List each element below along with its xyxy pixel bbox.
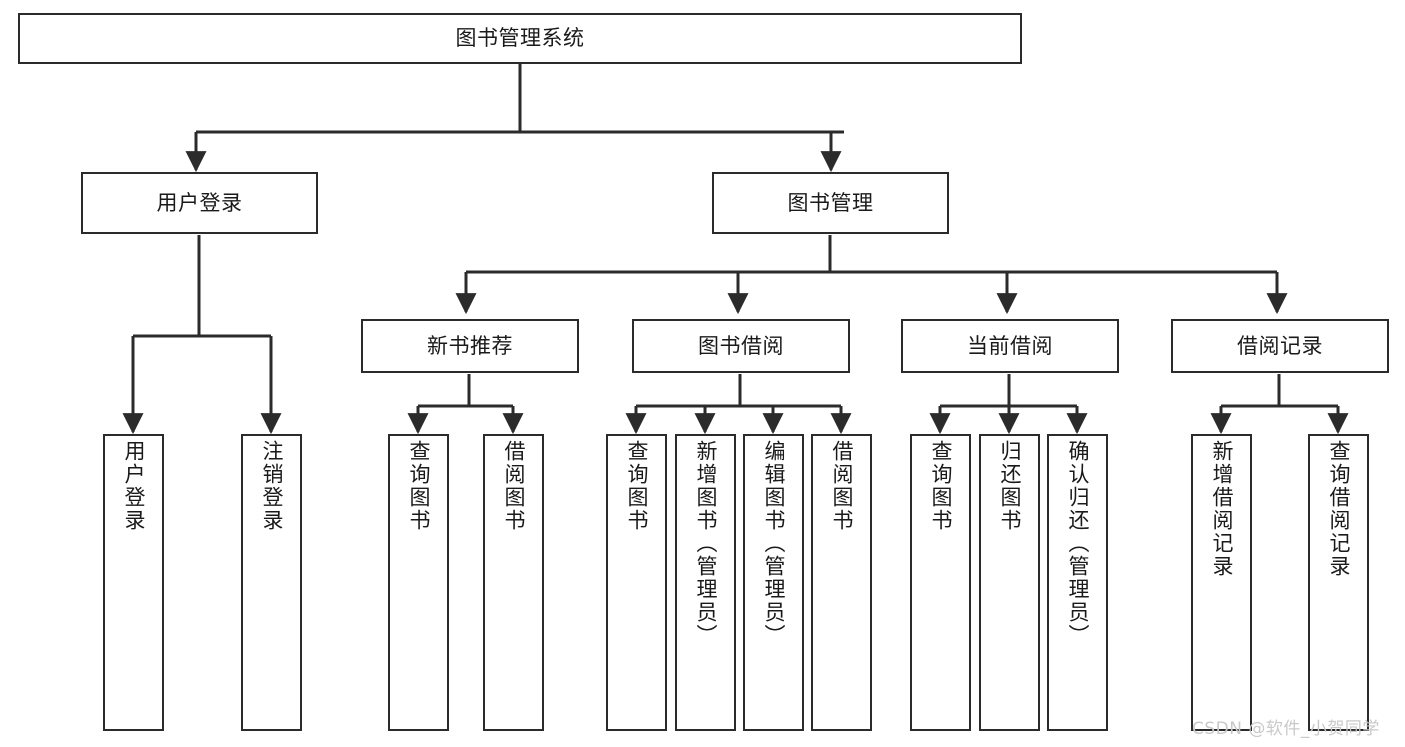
node-root-system-label: 图书管理系统 — [455, 26, 585, 51]
node-leaf-borrow-query-label: 查询图书 — [625, 440, 649, 532]
node-current-borrow-label: 当前借阅 — [967, 333, 1053, 358]
node-borrow-records[interactable]: 借阅记录 — [1171, 319, 1389, 373]
node-leaf-newbook-query-label: 查询图书 — [407, 440, 431, 532]
node-leaf-user-login[interactable]: 用户登录 — [103, 434, 164, 731]
node-leaf-current-confirm-return[interactable]: 确认归还（管理员） — [1047, 434, 1108, 731]
node-leaf-user-logout-label: 注销登录 — [260, 440, 284, 532]
node-book-management[interactable]: 图书管理 — [712, 172, 949, 234]
node-leaf-user-login-label: 用户登录 — [122, 440, 146, 532]
node-borrow-records-label: 借阅记录 — [1237, 333, 1323, 358]
node-new-book-recommend[interactable]: 新书推荐 — [361, 319, 579, 373]
node-leaf-current-confirm-return-label: 确认归还（管理员） — [1066, 440, 1090, 647]
node-leaf-borrow-lend-book[interactable]: 借阅图书 — [811, 434, 872, 731]
node-leaf-newbook-borrow[interactable]: 借阅图书 — [483, 434, 544, 731]
node-book-management-label: 图书管理 — [787, 190, 874, 215]
node-leaf-current-return-label: 归还图书 — [998, 440, 1022, 532]
node-leaf-current-return[interactable]: 归还图书 — [979, 434, 1040, 731]
node-leaf-newbook-borrow-label: 借阅图书 — [502, 440, 526, 532]
node-root-system[interactable]: 图书管理系统 — [18, 13, 1022, 64]
node-leaf-records-query-label: 查询借阅记录 — [1327, 440, 1351, 578]
node-leaf-newbook-query[interactable]: 查询图书 — [388, 434, 449, 731]
node-book-borrow[interactable]: 图书借阅 — [632, 319, 850, 373]
node-leaf-user-logout[interactable]: 注销登录 — [241, 434, 302, 731]
node-new-book-recommend-label: 新书推荐 — [427, 333, 513, 358]
node-leaf-borrow-lend-book-label: 借阅图书 — [830, 440, 854, 532]
node-leaf-records-add-label: 新增借阅记录 — [1210, 440, 1234, 578]
node-leaf-borrow-query[interactable]: 查询图书 — [606, 434, 667, 731]
node-current-borrow[interactable]: 当前借阅 — [901, 319, 1119, 373]
node-leaf-borrow-edit-book[interactable]: 编辑图书（管理员） — [743, 434, 804, 731]
node-user-login[interactable]: 用户登录 — [81, 172, 318, 234]
node-user-login-label: 用户登录 — [156, 190, 243, 215]
node-leaf-borrow-add-book-label: 新增图书（管理员） — [694, 440, 718, 647]
node-leaf-records-add[interactable]: 新增借阅记录 — [1191, 434, 1252, 731]
node-leaf-borrow-add-book[interactable]: 新增图书（管理员） — [675, 434, 736, 731]
node-book-borrow-label: 图书借阅 — [698, 333, 784, 358]
csdn-watermark: CSDN @软件_小贺同学 — [1192, 719, 1380, 739]
node-leaf-records-query[interactable]: 查询借阅记录 — [1308, 434, 1369, 731]
node-leaf-current-query-label: 查询图书 — [929, 440, 953, 532]
node-leaf-current-query[interactable]: 查询图书 — [910, 434, 971, 731]
node-leaf-borrow-edit-book-label: 编辑图书（管理员） — [762, 440, 786, 647]
